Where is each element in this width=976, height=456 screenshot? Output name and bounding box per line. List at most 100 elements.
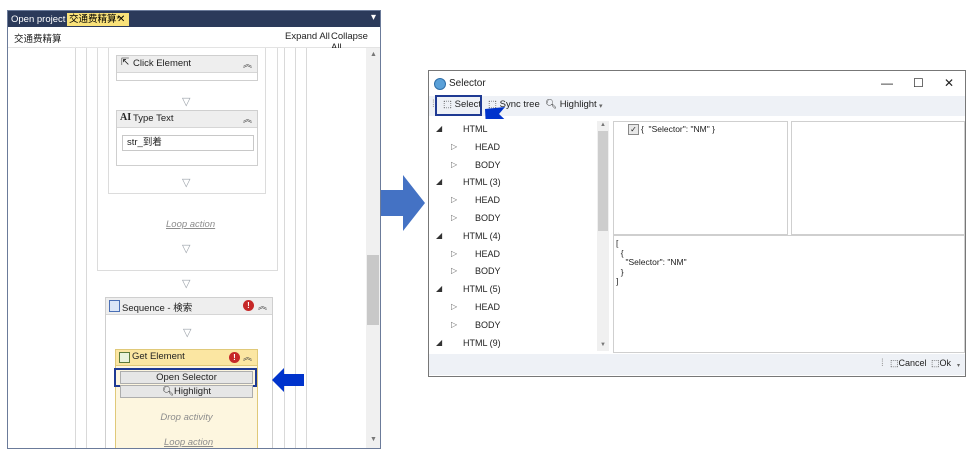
drop-target-icon: ▽	[182, 177, 191, 189]
expanded-chevron-icon[interactable]: ◢	[436, 230, 443, 240]
expanded-chevron-icon[interactable]: ◢	[436, 124, 443, 133]
tree-node[interactable]: ▷ HEAD	[429, 192, 595, 210]
transition-arrow-icon	[381, 175, 425, 231]
tree-node[interactable]: ◢ HTML (5)	[429, 281, 595, 299]
scroll-down-icon[interactable]: ▼	[370, 436, 377, 443]
tree-node[interactable]: ◢ HTML (4)	[429, 228, 595, 246]
highlight-box	[435, 95, 482, 116]
tree-node[interactable]: ▷ HEAD	[429, 299, 595, 317]
tree-node-label: HTML (9)	[463, 337, 501, 348]
expanded-chevron-icon[interactable]: ◢	[436, 337, 443, 347]
collapsed-chevron-icon[interactable]: ▷	[451, 213, 458, 222]
container-guide	[86, 48, 87, 448]
tree-node[interactable]: ▷ BODY	[429, 157, 595, 175]
collapse-chevron-icon[interactable]: ︽	[242, 114, 252, 124]
breadcrumb[interactable]: 交通费精算	[14, 34, 62, 45]
tree-node-label: BODY	[475, 159, 501, 170]
tab-close-icon[interactable]: ✕	[117, 14, 126, 25]
cancel-button[interactable]: ⬚Cancel	[890, 358, 927, 368]
collapse-all-link[interactable]: Collapse All	[331, 31, 368, 53]
tree-node-label: BODY	[475, 213, 501, 223]
tree-scrollbar-thumb[interactable]	[598, 131, 608, 231]
tree-node[interactable]: ◢ HTML	[429, 121, 595, 139]
activity-title: Get Element	[132, 351, 185, 362]
tab-workflow[interactable]: 交通费精算*	[67, 13, 129, 26]
type-text-icon: AI	[120, 112, 132, 123]
expanded-chevron-icon[interactable]: ◢	[436, 177, 443, 187]
tree-node-label: HTML (3)	[463, 177, 501, 188]
tree-node[interactable]: ▷HEAD	[429, 139, 595, 157]
toolbar-overflow-icon[interactable]: ▾	[599, 103, 603, 110]
loop-action-link[interactable]: Loop action	[164, 437, 214, 448]
tree-node-label: HTML	[463, 124, 488, 134]
type-text-activity[interactable]: AI Type Text ︽ str_到着	[116, 110, 258, 166]
scroll-up-icon[interactable]: ▲	[370, 51, 377, 58]
tree-node-label: HEAD	[475, 302, 501, 312]
designer-scrollbar-thumb[interactable]	[367, 255, 379, 325]
drop-activity-hint: Drop activity	[160, 412, 213, 423]
collapsed-chevron-icon[interactable]: ▷	[451, 159, 458, 169]
error-icon[interactable]: !	[229, 352, 240, 363]
expand-all-link[interactable]: Expand All	[285, 31, 330, 42]
drop-target-icon: ▽	[183, 327, 192, 339]
tree-node-label: HEAD	[475, 195, 501, 206]
collapse-chevron-icon[interactable]: ︽	[242, 352, 252, 362]
scroll-down-icon[interactable]: ▼	[600, 342, 606, 348]
workflow-designer: Open project 交通费精算* ✕ ▾ 交通费精算 Expand All…	[7, 10, 381, 449]
loop-action-link[interactable]: Loop action	[166, 219, 216, 230]
footer-overflow-icon[interactable]: ▾	[957, 363, 961, 369]
text-input[interactable]: str_到着	[122, 135, 254, 151]
container-guide	[295, 48, 296, 448]
collapsed-chevron-icon[interactable]: ▷	[451, 319, 458, 329]
tree-node-label: BODY	[475, 319, 501, 330]
get-element-activity[interactable]: Get Element ! ︽ Open Selector 🔍︎Highligh…	[114, 349, 258, 448]
tree-node[interactable]: ▷BODY	[429, 263, 595, 281]
collapsed-chevron-icon[interactable]: ▷	[451, 248, 458, 258]
designer-canvas: ⇱ Click Element ︽ ▽ AI Type Text ︽ str_到…	[8, 48, 366, 448]
search-icon: 🔍︎	[161, 386, 175, 397]
sync-tree-button[interactable]: ⬚ Sync tree	[488, 99, 540, 110]
collapsed-chevron-icon[interactable]: ▷	[451, 266, 458, 276]
app-icon	[434, 78, 446, 90]
tree-node-label: HTML (4)	[463, 230, 501, 241]
open-selector-button[interactable]: Open Selector	[120, 371, 253, 384]
tree-node[interactable]: ◢ HTML (3)	[429, 174, 595, 192]
select-button[interactable]: ⬚ Select	[443, 99, 482, 110]
expanded-chevron-icon[interactable]: ◢	[436, 284, 443, 294]
dialog-footer: ⁞ ⬚Cancel ⬚Ok ▾	[429, 354, 965, 375]
highlight-button[interactable]: 🔍︎Highlight	[120, 385, 253, 398]
annotation-arrow-left-icon	[272, 368, 304, 392]
tab-open-project[interactable]: Open project	[11, 14, 66, 25]
close-icon[interactable]: ✕	[944, 76, 955, 90]
activity-title: Click Element	[133, 58, 192, 69]
highlight-toolbar-button[interactable]: 🔍︎ Highlight	[545, 99, 597, 110]
tree-node[interactable]: ◢ HTML (9)	[429, 335, 595, 353]
minimize-icon[interactable]: —	[881, 76, 893, 90]
collapsed-chevron-icon[interactable]: ▷	[451, 195, 458, 205]
tree-node[interactable]: ▷HEAD	[429, 246, 595, 264]
collapse-chevron-icon[interactable]: ︽	[257, 301, 267, 311]
element-tree[interactable]: ◢ HTML ▷ HEAD ▷ BODY ◢ HTML (3) ▷ HEAD ▷ BODY ◢ HTML …	[429, 119, 609, 351]
drop-target-icon: ▽	[182, 243, 191, 255]
container-guide	[284, 48, 285, 448]
error-icon[interactable]: !	[243, 300, 254, 311]
collapsed-chevron-icon[interactable]: ▷	[451, 302, 458, 311]
attribute-checkbox[interactable]: ✓	[628, 124, 639, 135]
get-element-icon	[119, 352, 130, 363]
collapse-chevron-icon[interactable]: ︽	[242, 59, 252, 69]
drop-target-icon: ▽	[182, 96, 191, 108]
maximize-icon[interactable]: ☐	[913, 76, 924, 90]
designer-scrollbar[interactable]	[366, 48, 380, 448]
tab-menu-icon[interactable]: ▾	[370, 12, 376, 23]
activity-title: Sequence - 検索	[122, 303, 193, 314]
sequence-activity[interactable]: Sequence - 検索 ! ︽ ▽ Get Element ! ︽ Open…	[105, 297, 273, 448]
click-element-activity[interactable]: ⇱ Click Element ︽	[116, 55, 258, 81]
collapsed-chevron-icon[interactable]: ▷	[451, 141, 458, 151]
tree-node[interactable]: ▷ BODY	[429, 317, 595, 335]
selector-json-editor[interactable]: [ { "Selector": "NM" } ]	[613, 235, 965, 353]
ok-button[interactable]: ⬚Ok	[931, 358, 952, 368]
tree-node[interactable]: ▷ BODY	[429, 210, 595, 228]
attribute-row: { "Selector": "NM" }	[641, 124, 715, 134]
scroll-up-icon[interactable]: ▲	[600, 122, 606, 128]
tree-node-label: HTML (5)	[463, 284, 501, 295]
